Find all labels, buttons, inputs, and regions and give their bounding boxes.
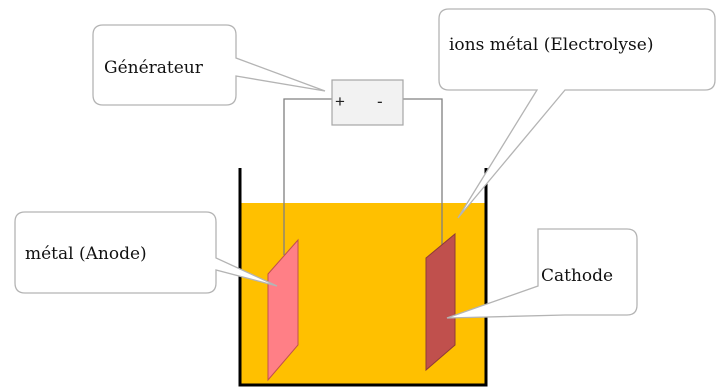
ions-label: ions métal (Electrolyse) [449, 35, 653, 55]
wire-positive [283, 98, 332, 255]
generator-negative-terminal: - [377, 92, 383, 111]
anode-label: métal (Anode) [25, 244, 147, 264]
cathode-plate [425, 232, 456, 372]
generator-box [331, 79, 404, 126]
generator-positive-terminal: + [335, 92, 345, 111]
ions-callout [438, 8, 716, 219]
anode-plate [267, 238, 299, 382]
anode-callout [14, 211, 278, 294]
cathode-callout [446, 228, 638, 319]
generator-label: Générateur [104, 58, 204, 78]
generator-callout [92, 24, 326, 106]
cathode-label: Cathode [541, 266, 613, 286]
wire-negative [403, 98, 443, 257]
